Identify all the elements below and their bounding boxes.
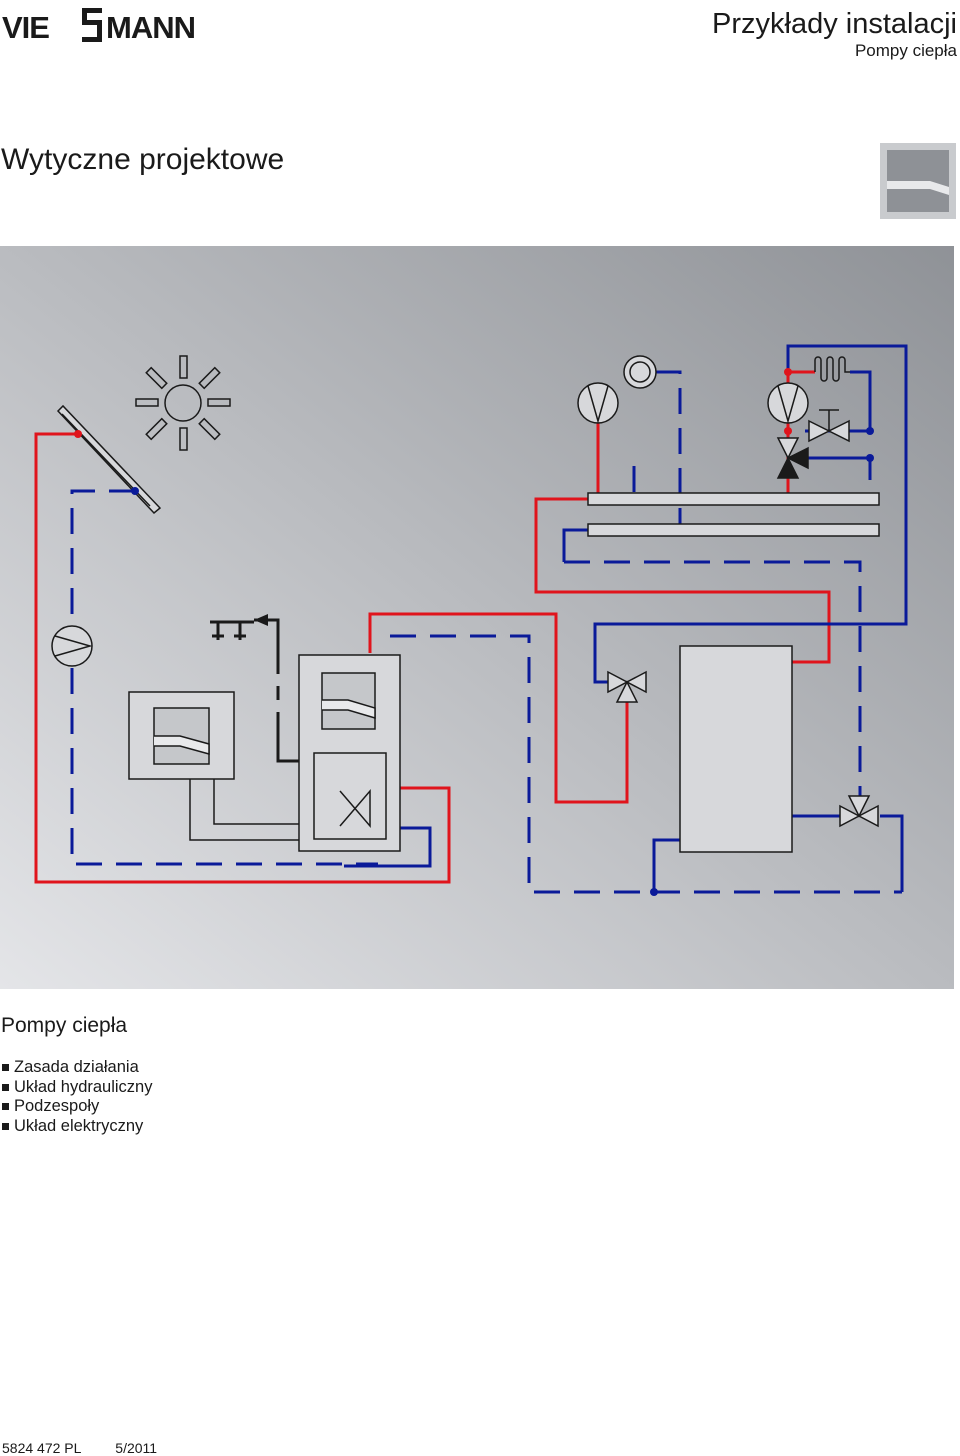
list-item: Układ hydrauliczny: [2, 1078, 152, 1098]
list-item: Podzespoły: [2, 1097, 152, 1117]
list-item-label: Układ hydrauliczny: [14, 1077, 153, 1096]
section-title: Pompy ciepła: [1, 1014, 128, 1037]
diverter-valve-2-icon: [839, 795, 879, 828]
svg-text:VIE: VIE: [2, 10, 49, 45]
list-item: Układ elektryczny: [2, 1117, 152, 1137]
document-title: Wytyczne projektowe: [1, 143, 285, 176]
underfloor-coil-icon: [814, 356, 850, 382]
svg-text:MANN: MANN: [106, 10, 195, 45]
topic-list: Zasada działania Układ hydrauliczny Podz…: [2, 1058, 152, 1136]
heating-pump-2-icon: [767, 382, 809, 424]
viessmann-logo: VIE MANN: [2, 2, 222, 55]
manifold-supply: [587, 492, 880, 506]
heat-pump-symbol-icon: [880, 143, 956, 219]
bullet-square-icon: [2, 1083, 9, 1091]
diverter-valve-1-icon: [607, 670, 647, 703]
doc-date: 5/2011: [115, 1440, 158, 1456]
three-way-valve-icon: [776, 437, 809, 479]
dhw-cylinder: [298, 654, 401, 852]
doc-number: 5824 472 PL: [2, 1440, 82, 1456]
mixing-valve-icon: [808, 409, 850, 443]
list-item-label: Układ elektryczny: [14, 1116, 144, 1135]
sun-icon: [135, 355, 231, 451]
list-item-label: Zasada działania: [14, 1058, 139, 1076]
heat-pump-unit: [128, 691, 235, 780]
bullet-square-icon: [2, 1064, 9, 1072]
list-item: Zasada działania: [2, 1058, 152, 1078]
bullet-square-icon: [2, 1103, 9, 1111]
bullet-square-icon: [2, 1122, 9, 1130]
manifold-return: [587, 523, 880, 537]
list-item-label: Podzespoły: [14, 1097, 100, 1115]
hydraulic-diagram: [0, 246, 954, 989]
solar-pump-icon: [51, 625, 93, 667]
header-title: Przykłady instalacji: [712, 8, 957, 40]
expansion-vessel-icon: [623, 355, 657, 389]
footer: 5824 472 PL 5/2011: [2, 1440, 157, 1456]
header-subtitle: Pompy ciepła: [854, 41, 957, 60]
buffer-tank: [679, 645, 793, 853]
heating-pump-1-icon: [577, 382, 619, 424]
